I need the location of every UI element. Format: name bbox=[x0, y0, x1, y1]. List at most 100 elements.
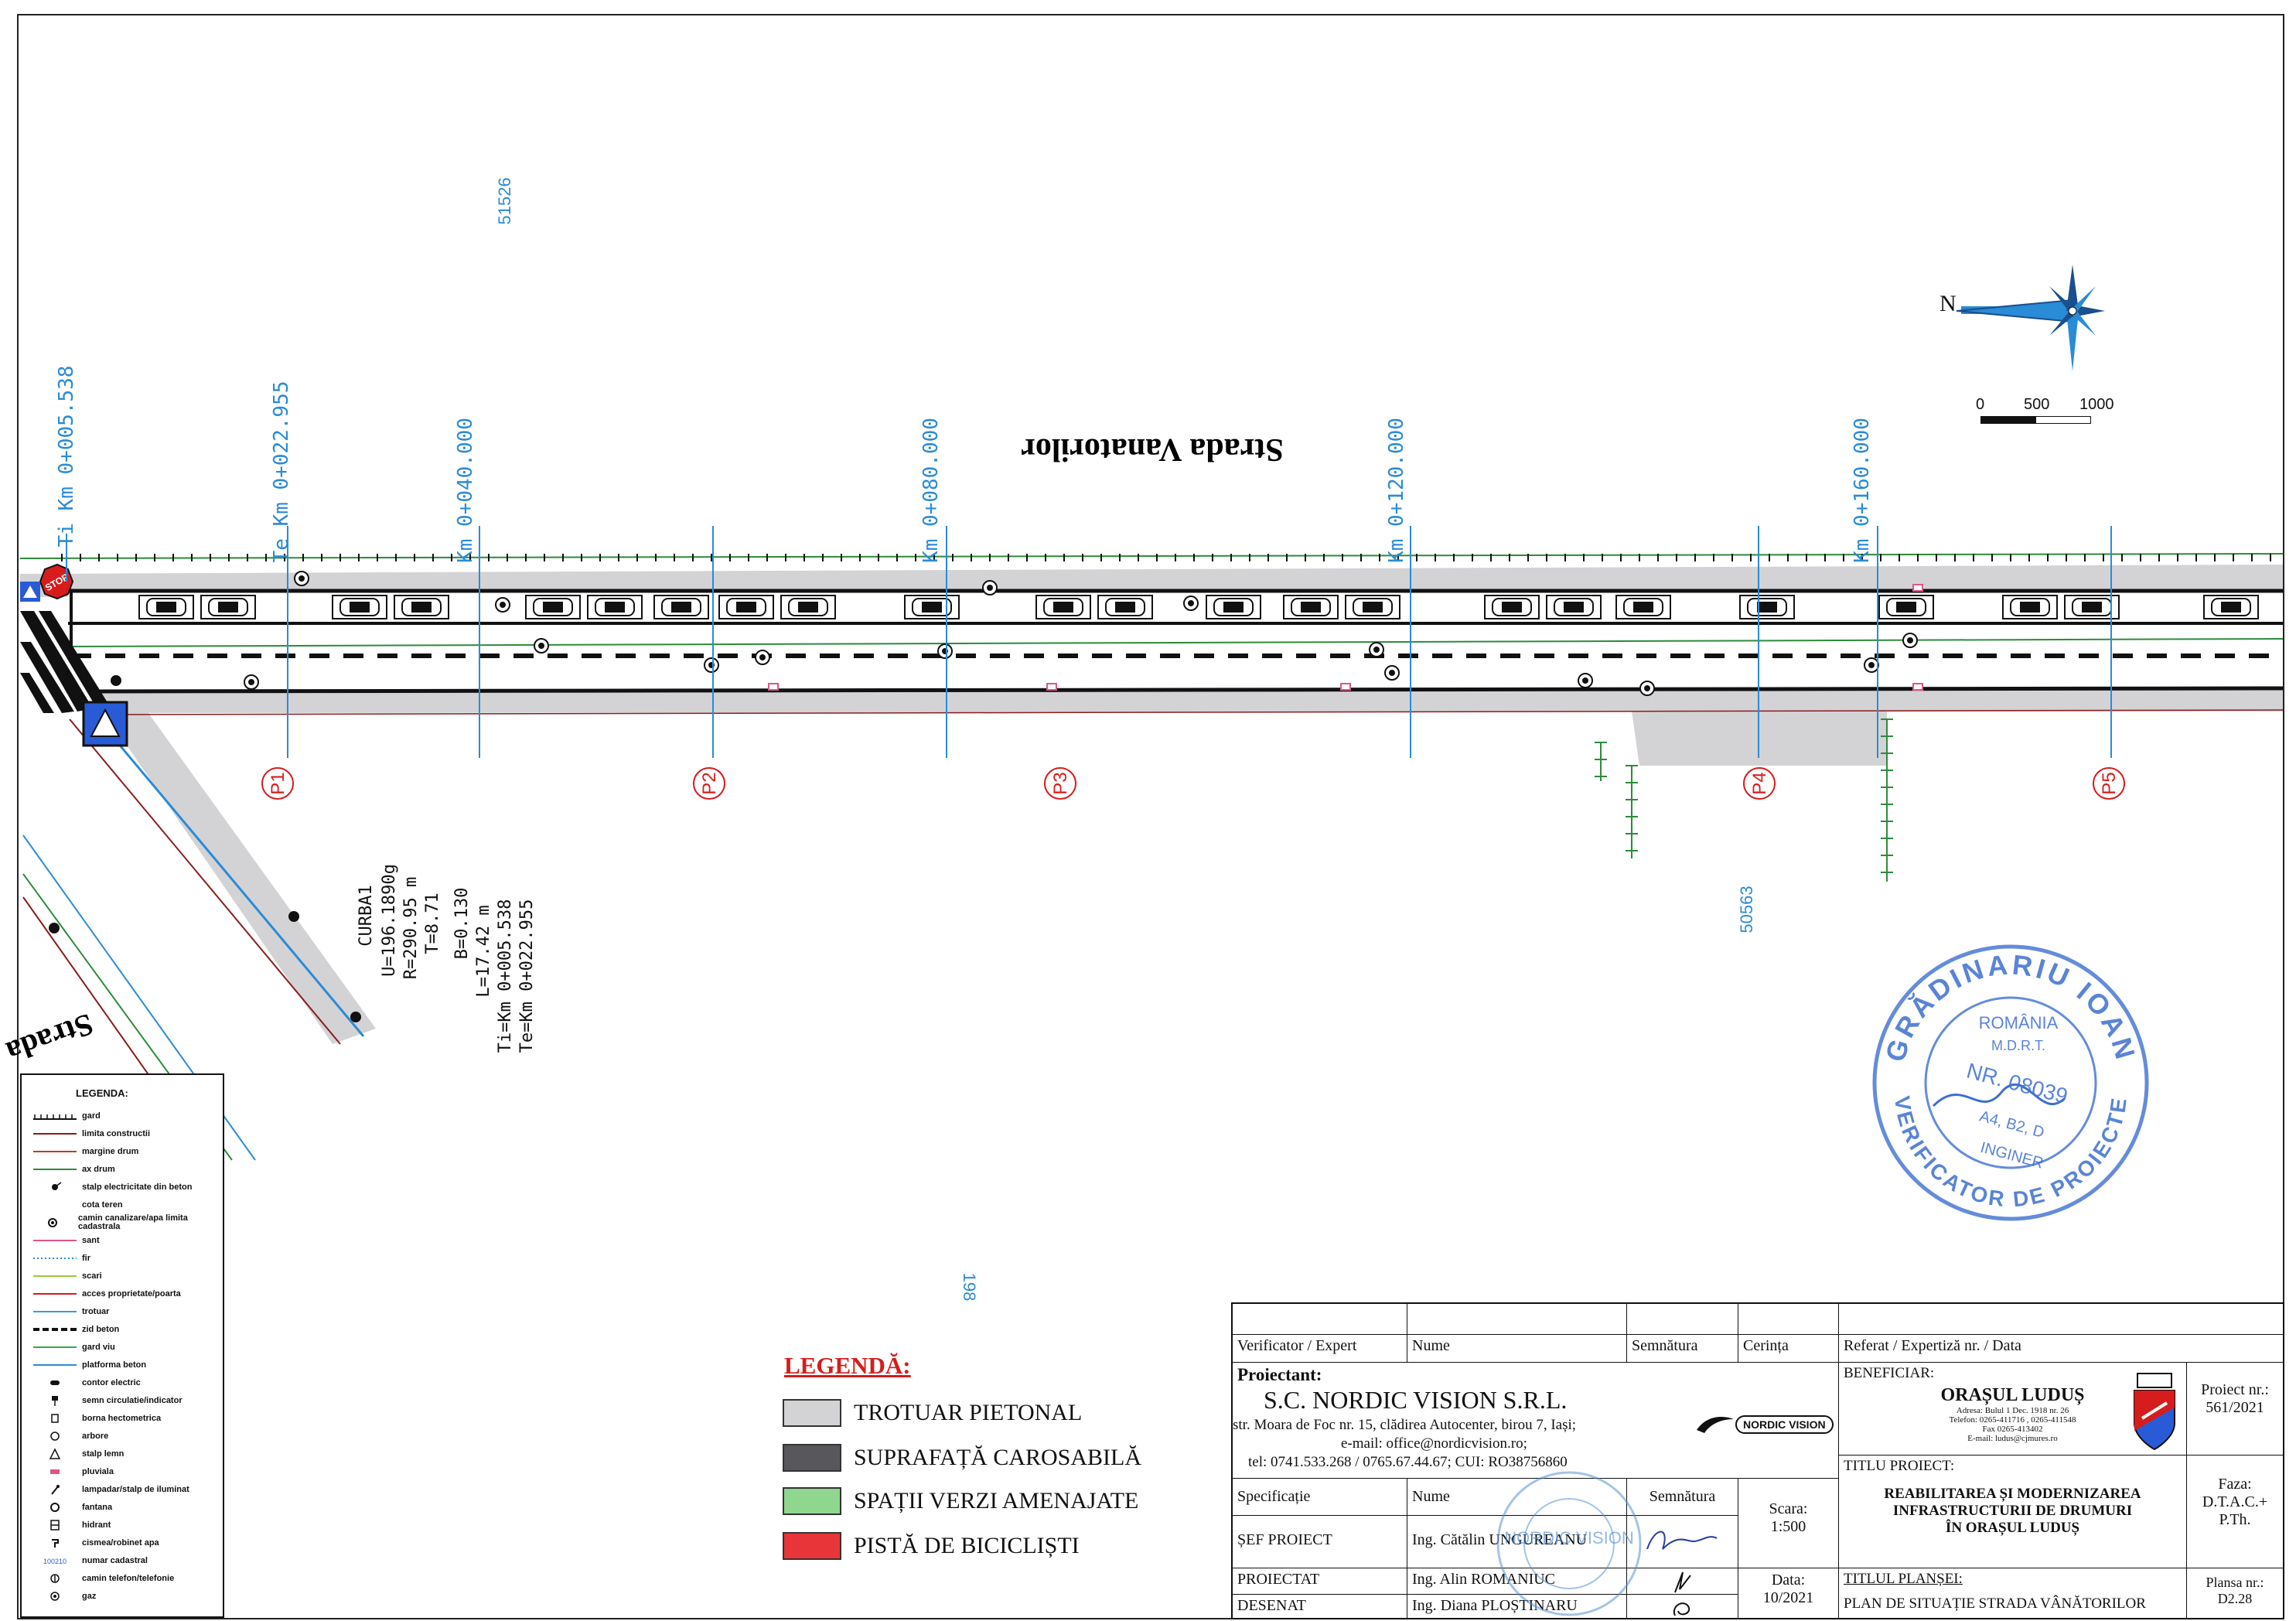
legend-symbol-triangle-icon bbox=[28, 1447, 82, 1461]
symbol-legend-row: scari bbox=[28, 1269, 221, 1283]
tb-role-sef: ȘEF PROIECT bbox=[1233, 1516, 1407, 1568]
tb-phone: tel: 0741.533.268 / 0765.67.44.67; CUI: … bbox=[1248, 1454, 1568, 1470]
stamp-signature-icon bbox=[1932, 1084, 2066, 1107]
legend-item-carriageway: SUPRAFAȚĂ CAROSABILĂ bbox=[783, 1442, 1141, 1474]
legend-label-green-spaces: SPAȚII VERZI AMENAJATE bbox=[854, 1488, 1139, 1514]
symbol-legend-label: arbore bbox=[82, 1431, 109, 1441]
tb-empty-2 bbox=[1407, 1304, 1627, 1335]
tb-data-label: Data: bbox=[1771, 1572, 1806, 1589]
legend-item-green-spaces: SPAȚII VERZI AMENAJATE bbox=[783, 1485, 1138, 1517]
street-name-sw: Strada bbox=[2, 1007, 98, 1070]
legend-symbol-pink-icon bbox=[28, 1465, 82, 1479]
symbol-legend-label: zid beton bbox=[82, 1324, 120, 1334]
curve-line-3: T=8.71 bbox=[423, 892, 442, 954]
manhole-icon bbox=[1369, 642, 1384, 657]
crosswalk bbox=[20, 611, 108, 713]
legend-item-sidewalk: TROTUAR PIETONAL bbox=[783, 1397, 1082, 1429]
side-street-edge-1 bbox=[84, 703, 365, 1037]
legend-symbol-circle-icon bbox=[28, 1500, 82, 1514]
tb-nume-header: Nume bbox=[1407, 1335, 1627, 1363]
tb-plansa-label: Plansa nr.: bbox=[2206, 1575, 2264, 1590]
rain-drain-icon bbox=[1046, 683, 1057, 691]
manhole-icon bbox=[1183, 596, 1199, 611]
curve-line-5: L=17.42 m bbox=[474, 905, 493, 997]
tb-titlu-proiect-1: REABILITAREA ȘI MODERNIZAREA bbox=[1884, 1486, 2141, 1502]
parked-car-icon bbox=[2064, 595, 2120, 619]
color-legend-title: LEGENDĂ: bbox=[784, 1352, 911, 1379]
tb-titlu-plansa: TITLUL PLANȘEI: PLAN DE SITUAȚIE STRADA … bbox=[1839, 1568, 2187, 1619]
cadastral-number-3: 198 bbox=[960, 1273, 979, 1302]
tb-address: str. Moara de Foc nr. 15, clădirea Autoc… bbox=[1233, 1417, 1577, 1433]
parked-car-icon bbox=[332, 595, 387, 619]
curve-line-7: Te=Km 0+022.955 bbox=[517, 899, 537, 1053]
symbol-legend-row: gard viu bbox=[28, 1340, 221, 1354]
pedestrian-crossing-sign-icon bbox=[82, 701, 128, 747]
cadastral-number-2: 50563 bbox=[1737, 886, 1756, 933]
tb-empty-5 bbox=[1839, 1304, 2283, 1335]
symbol-legend-label: trotuar bbox=[82, 1306, 110, 1316]
tb-scara-value: 1:500 bbox=[1770, 1518, 1806, 1535]
parked-car-icon bbox=[394, 595, 449, 619]
tb-faza-1: D.T.A.C.+ bbox=[2202, 1493, 2268, 1510]
tb-titlu-plansa-value: PLAN DE SITUAȚIE STRADA VÂNĂTORILOR bbox=[1844, 1595, 2146, 1612]
parked-car-icon bbox=[1035, 595, 1091, 619]
tb-faza-2: P.Th. bbox=[2219, 1511, 2251, 1528]
parked-car-icon bbox=[780, 595, 836, 619]
legend-symbol-line-icon bbox=[28, 1287, 82, 1301]
manhole-icon bbox=[1902, 633, 1918, 648]
km-label-te: Te Km 0+022.955 bbox=[270, 381, 293, 563]
side-street-edge-2 bbox=[69, 718, 341, 1045]
legend-symbol-line-icon bbox=[28, 1305, 82, 1319]
symbol-legend-row: camin telefon/telefonie bbox=[28, 1572, 221, 1585]
legend-symbol-tree-icon bbox=[28, 1429, 82, 1443]
tb-titlu-plansa-label: TITLUL PLANȘEI: bbox=[1844, 1571, 1963, 1587]
symbol-legend-row: arbore bbox=[28, 1429, 221, 1443]
elevation-ticks bbox=[1595, 718, 1893, 882]
tb-name-sef: Ing. Cătălin UNGUREANU bbox=[1407, 1516, 1627, 1568]
symbol-legend-row: gaz bbox=[28, 1589, 221, 1603]
tb-titlu-proiect: TITLU PROIECT: REABILITAREA ȘI MODERNIZA… bbox=[1839, 1455, 2187, 1568]
legend-swatch-carriageway bbox=[783, 1444, 841, 1472]
km-station-lines bbox=[66, 526, 2112, 758]
manhole-icon bbox=[1578, 673, 1593, 688]
cadastral-number-1: 51526 bbox=[495, 177, 514, 224]
km-label-080: Km 0+080.000 bbox=[919, 418, 943, 563]
parked-car-icon bbox=[1097, 595, 1153, 619]
parked-car-icon bbox=[1739, 595, 1795, 619]
profile-markers bbox=[261, 767, 2125, 800]
rain-drain-icon bbox=[1912, 683, 1923, 691]
compass-rose-icon: N bbox=[1939, 264, 2105, 371]
tb-role-proiectat: PROIECTAT bbox=[1233, 1568, 1407, 1595]
legend-swatch-sidewalk bbox=[783, 1399, 841, 1427]
parked-car-icon bbox=[525, 595, 581, 619]
legend-symbol-tap-icon bbox=[28, 1536, 82, 1550]
symbol-legend-row: acces proprietate/poarta bbox=[28, 1287, 221, 1301]
tb-proiect-nr-value: 561/2021 bbox=[2206, 1399, 2264, 1416]
rain-drain-icon bbox=[768, 683, 779, 691]
tb-beneficiar-tel: Telefon: 0265-411716 , 0265-411548 bbox=[1949, 1415, 2076, 1425]
legend-symbol-line-icon bbox=[28, 1127, 82, 1141]
tb-email: e-mail: office@nordicvision.ro; bbox=[1341, 1435, 1527, 1452]
parked-car-icon bbox=[138, 595, 194, 619]
tb-empty-4 bbox=[1738, 1304, 1839, 1335]
tb-plansa: Plansa nr.: D2.28 bbox=[2187, 1568, 2283, 1619]
signature-desenat-icon bbox=[1673, 1602, 1690, 1616]
parked-car-icon bbox=[904, 595, 960, 619]
legend-symbol-line-icon bbox=[28, 1340, 82, 1354]
scale-bar: 0 500 1000 bbox=[1976, 396, 2131, 427]
symbol-legend-label: pluviala bbox=[82, 1466, 114, 1476]
profile-circle bbox=[1044, 767, 1076, 800]
legend-symbol-meter-icon bbox=[28, 1376, 82, 1390]
symbol-legend-row: fir bbox=[28, 1251, 221, 1265]
km-label-ti: Ti Km 0+005.538 bbox=[55, 366, 78, 548]
symbol-legend-row: gard bbox=[28, 1109, 221, 1123]
symbol-legend-row: trotuar bbox=[28, 1305, 221, 1319]
symbol-legend-row: platforma beton bbox=[28, 1358, 221, 1372]
pole-icon bbox=[49, 923, 60, 933]
curve-name: CURBA1 bbox=[357, 885, 376, 946]
manhole-icon bbox=[294, 571, 309, 586]
tb-sign-desenat bbox=[1627, 1595, 1738, 1619]
tb-sign-sef bbox=[1627, 1516, 1738, 1568]
legend-symbol-line-icon bbox=[28, 1145, 82, 1159]
signature-proiectat-icon bbox=[1674, 1572, 1691, 1593]
